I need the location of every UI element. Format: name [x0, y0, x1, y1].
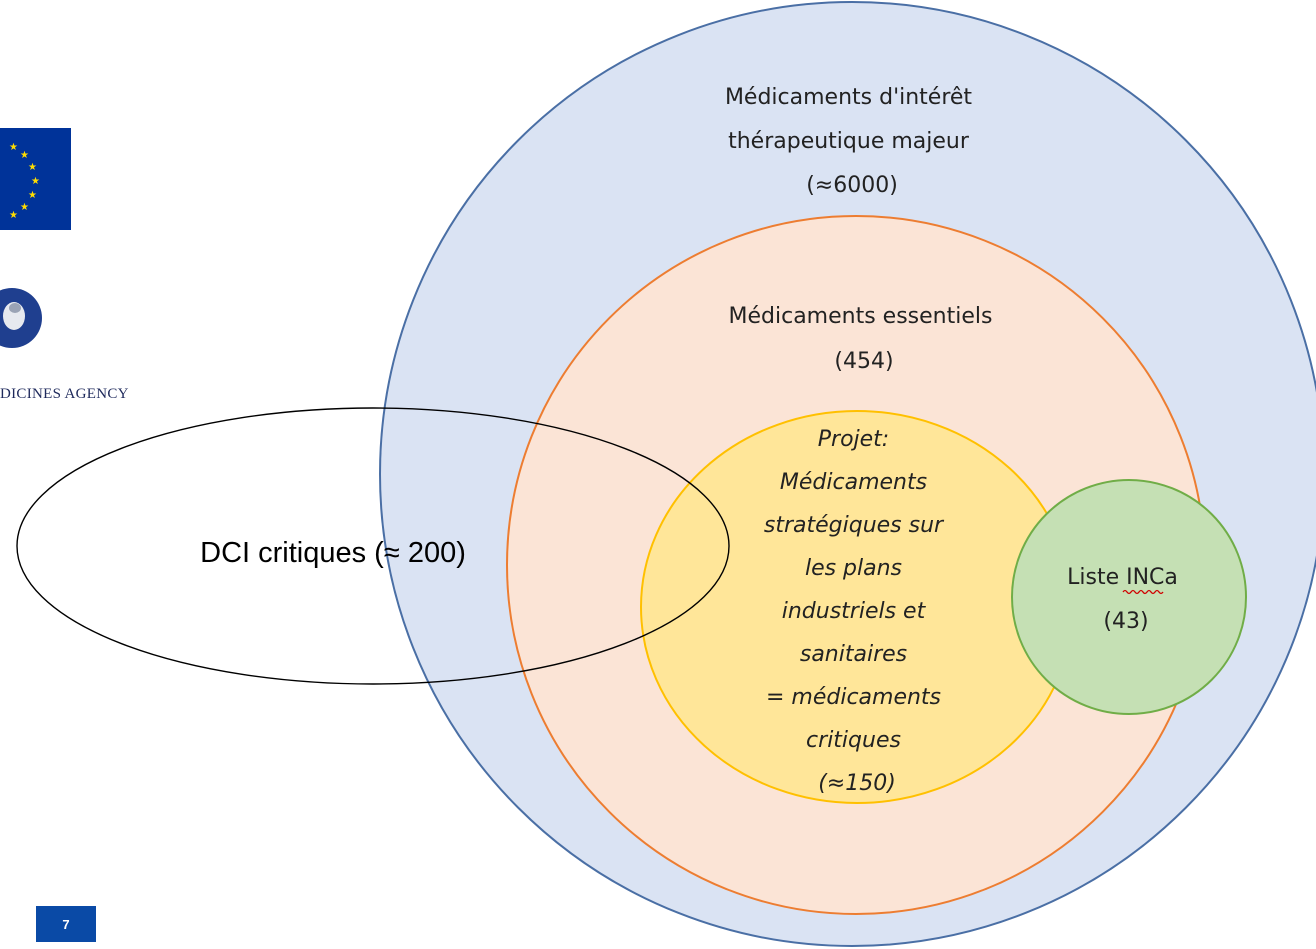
star-icon: ★ [20, 150, 29, 161]
outer-circle-label: Médicaments d'intérêt thérapeutique maje… [725, 85, 979, 198]
inner-label-line: stratégiques sur [764, 513, 945, 538]
star-icon: ★ [9, 142, 18, 153]
middle-label-line: (454) [834, 349, 893, 374]
middle-circle-label: Médicaments essentiels (454) [729, 304, 1000, 374]
inner-label-line: sanitaires [800, 642, 907, 667]
inca-label-line: (43) [1103, 609, 1148, 634]
star-icon: ★ [28, 190, 37, 201]
inner-label-line: Projet: [818, 427, 889, 452]
dci-ellipse-label: DCI critiques (≈ 200) [200, 537, 466, 569]
outer-label-line: thérapeutique majeur [728, 129, 970, 154]
ema-agency-text: DICINES AGENCY [0, 386, 129, 402]
inner-label-line: les plans [805, 556, 902, 581]
star-icon: ★ [28, 162, 37, 173]
inca-label-line: Liste INCa [1067, 565, 1178, 590]
star-icon: ★ [31, 176, 40, 187]
inner-label-line: (≈150) [818, 771, 896, 796]
inca-circle [1011, 479, 1247, 715]
inner-label-line: critiques [806, 728, 901, 753]
inner-label-line: = médicaments [766, 685, 941, 710]
outer-label-line: Médicaments d'intérêt [725, 85, 972, 110]
inner-circle-label: Projet: Médicaments stratégiques sur les… [764, 427, 950, 796]
ema-logo: DICINES AGENCY [0, 288, 129, 402]
dci-ellipse-group: DCI critiques (≈ 200) [16, 407, 730, 685]
outer-label-line: (≈6000) [806, 173, 898, 198]
dci-ellipse [16, 407, 730, 685]
spellcheck-squiggle [1122, 589, 1164, 595]
inner-label-line: Médicaments [780, 470, 927, 495]
eu-flag-background [0, 128, 71, 230]
page-number: 7 [62, 916, 70, 932]
inca-circle-group: Liste INCa (43) [1011, 479, 1247, 715]
star-icon: ★ [20, 202, 29, 213]
middle-label-line: Médicaments essentiels [729, 304, 993, 329]
inca-circle-label: Liste INCa (43) [1067, 565, 1185, 634]
eu-stars: ★ ★ ★ ★ ★ ★ ★ [9, 142, 40, 221]
inner-label-line: industriels et [782, 599, 927, 624]
page-number-badge: 7 [36, 906, 96, 942]
ema-pestle-icon [9, 303, 21, 313]
eu-flag-logo: ★ ★ ★ ★ ★ ★ ★ [0, 128, 71, 230]
star-icon: ★ [9, 210, 18, 221]
inner-circle-group: Projet: Médicaments stratégiques sur les… [640, 410, 1074, 804]
